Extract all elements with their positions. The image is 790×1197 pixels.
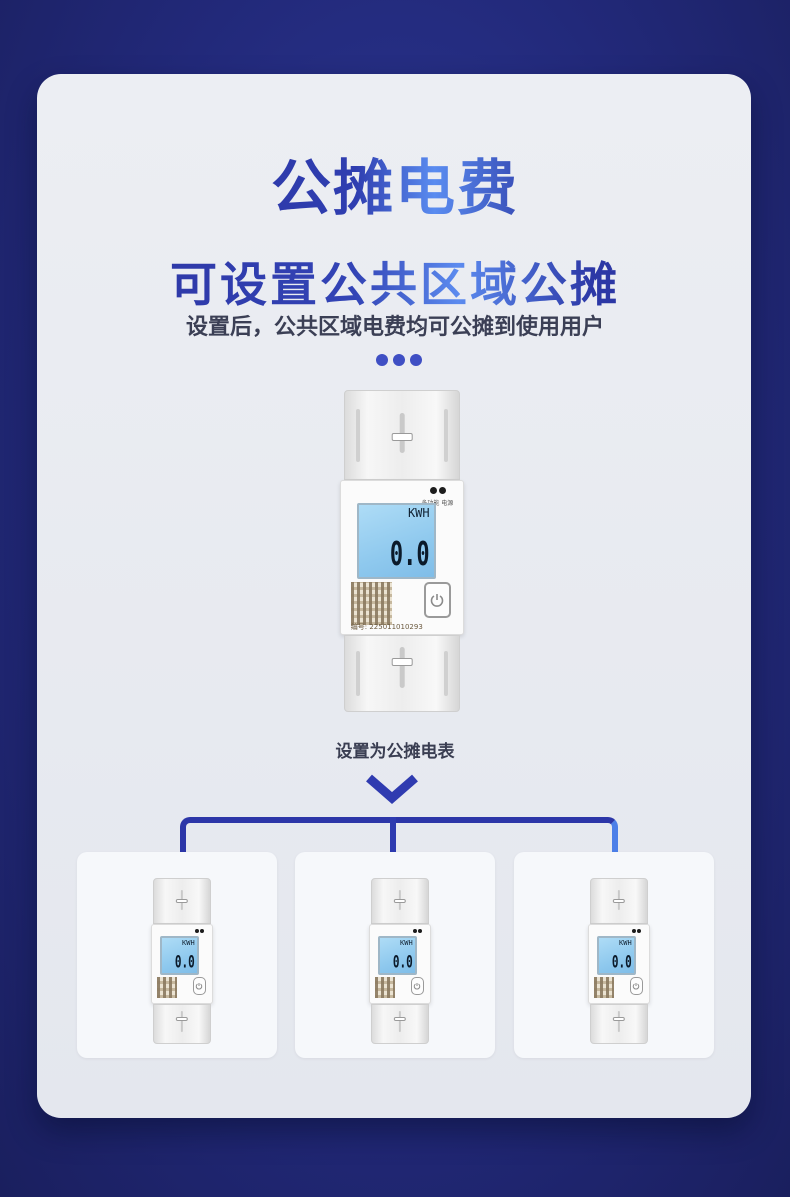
power-button[interactable] bbox=[423, 581, 451, 619]
power-icon bbox=[431, 594, 444, 607]
led-indicators bbox=[419, 487, 446, 495]
user-meter-card: KWH 0.0 bbox=[77, 852, 277, 1058]
distribution-lines bbox=[180, 817, 618, 853]
user-meter-card: KWH 0.0 bbox=[514, 852, 714, 1058]
led-labels: 多功能 电源 bbox=[421, 499, 454, 507]
chevron-down-icon bbox=[366, 774, 418, 804]
serial-number: 编号: 225011010293 bbox=[350, 623, 423, 632]
user-meter: KWH 0.0 bbox=[151, 878, 213, 1044]
user-meter: KWH 0.0 bbox=[588, 878, 650, 1044]
power-icon bbox=[633, 983, 640, 990]
unit-label: KWH bbox=[182, 939, 195, 948]
meter-body: 多功能 电源 KWH 0.0 编号: 225011010293 bbox=[340, 480, 464, 635]
qr-code bbox=[350, 581, 393, 625]
user-meter-card: KWH 0.0 bbox=[295, 852, 495, 1058]
power-button[interactable] bbox=[629, 976, 643, 996]
power-icon bbox=[414, 983, 421, 990]
page-title: 公摊电费 bbox=[0, 140, 790, 227]
dots-divider bbox=[376, 354, 422, 366]
power-button[interactable] bbox=[192, 976, 206, 996]
power-icon bbox=[196, 983, 203, 990]
set-as-shared-meter-label: 设置为公摊电表 bbox=[335, 742, 455, 762]
unit-label: KWH bbox=[619, 939, 632, 948]
distribution-line-center bbox=[390, 817, 396, 853]
unit-label: KWH bbox=[407, 505, 430, 520]
page-description: 设置后，公共区域电费均可公摊到使用用户 bbox=[185, 315, 604, 340]
reading-value: 0.0 bbox=[611, 952, 632, 972]
reading-value: 0.0 bbox=[389, 536, 430, 574]
meter-top-terminal bbox=[343, 390, 461, 481]
main-meter: 多功能 电源 KWH 0.0 编号: 225011010293 bbox=[340, 390, 464, 712]
user-meter: KWH 0.0 bbox=[369, 878, 431, 1044]
page-subtitle: 可设置公共区域公摊 bbox=[0, 246, 790, 315]
reading-value: 0.0 bbox=[174, 952, 195, 972]
lcd-display: KWH 0.0 bbox=[356, 502, 437, 579]
meter-bottom-terminal bbox=[343, 634, 461, 712]
unit-label: KWH bbox=[400, 939, 413, 948]
reading-value: 0.0 bbox=[392, 952, 413, 972]
power-button[interactable] bbox=[410, 976, 424, 996]
